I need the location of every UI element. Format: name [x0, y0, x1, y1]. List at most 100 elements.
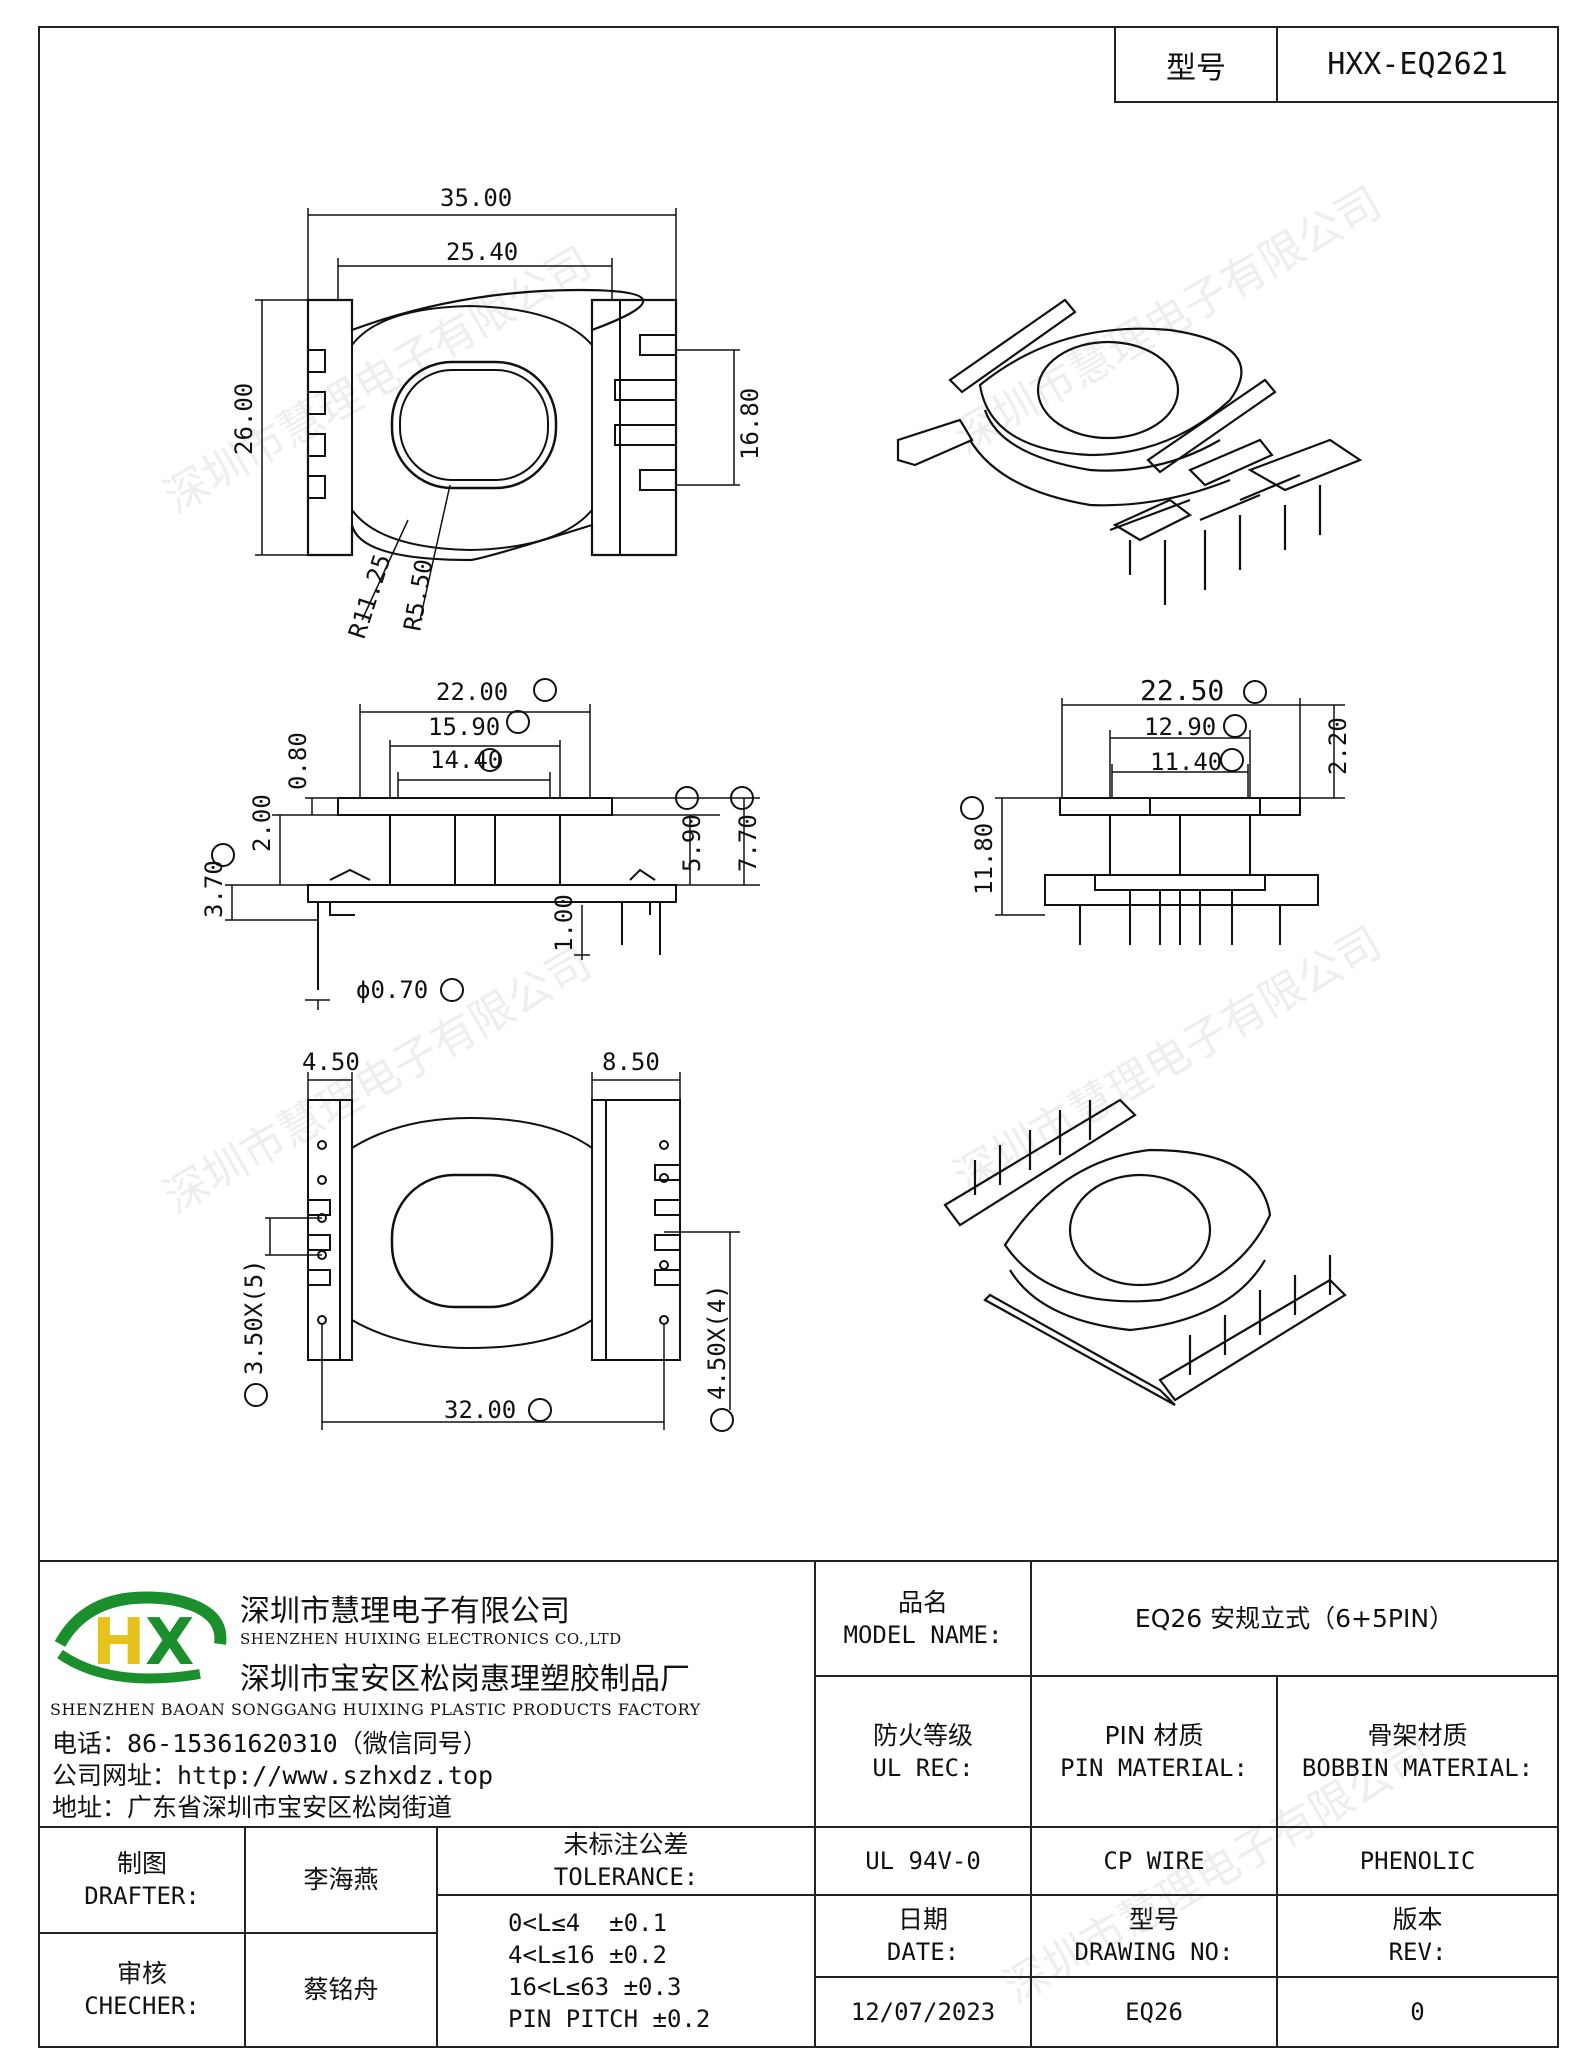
model-name-value: EQ26 安规立式（6+5PIN） — [1134, 1603, 1455, 1633]
isometric-view-top — [896, 298, 1363, 605]
pin-material-cn: PIN 材质 — [1104, 1720, 1204, 1750]
tolerance-line: 4<L≤16 ±0.2 — [508, 1941, 667, 1969]
tolerance-label-cell: 未标注公差 TOLERANCE: — [436, 1826, 816, 1896]
checker-name-cell: 蔡铭舟 — [244, 1932, 438, 2048]
company-website: 公司网址：http://www.szhxdz.top — [52, 1761, 494, 1790]
date-value-cell: 12/07/2023 — [814, 1976, 1032, 2048]
tolerance-line: 0<L≤4 ±0.1 — [508, 1909, 667, 1937]
checker-cn: 审核 — [116, 1959, 167, 1988]
drawing-no-value: EQ26 — [1125, 1998, 1183, 2026]
dim-1-00: 1.00 — [550, 894, 578, 952]
dim-12-90: 12.90 — [1144, 713, 1216, 741]
company-block: H X 深圳市慧理电子有限公司 SHENZHEN HUIXING ELECTRO… — [40, 1564, 814, 1826]
company-name-cn: 深圳市慧理电子有限公司 — [240, 1594, 570, 1629]
dim-32: 32.00 — [444, 1396, 516, 1424]
dim-15-90: 15.90 — [428, 713, 500, 741]
checker-en: CHECHER: — [84, 1992, 200, 2020]
technical-drawing: 35.00 25.40 26.00 16.80 R11.25 R5.50 22.… — [200, 184, 1363, 1432]
date-cn: 日期 — [897, 1905, 948, 1934]
drafter-label-cell: 制图 DRAFTER: — [38, 1826, 246, 1934]
company-logo: H X — [54, 1591, 227, 1684]
tolerance-line: PIN PITCH ±0.2 — [508, 2005, 711, 2033]
date-label-cell: 日期 DATE: — [814, 1894, 1032, 1978]
pin-material-en: PIN MATERIAL: — [1060, 1753, 1248, 1782]
top-view — [255, 208, 740, 621]
company-address: 地址：广东省深圳市宝安区松岗街道 — [52, 1793, 453, 1822]
drawing-no-en: DRAWING NO: — [1074, 1938, 1234, 1966]
pin-value-cell: CP WIRE — [1030, 1826, 1278, 1896]
company-name-en: SHENZHEN HUIXING ELECTRONICS CO.,LTD — [240, 1630, 622, 1648]
title-block: 型号 HXX-EQ2621 — [1114, 26, 1559, 103]
dim-4-50: 4.50 — [302, 1048, 360, 1076]
dim-11-40: 11.40 — [1150, 748, 1222, 776]
ul-rec-cn: 防火等级 — [872, 1720, 973, 1750]
bobbin-material-label-cell: 骨架材质 BOBBIN MATERIAL: — [1276, 1675, 1559, 1828]
dim-pin-diameter: ϕ0.70 — [356, 976, 428, 1004]
bobbin-value-cell: PHENOLIC — [1276, 1826, 1559, 1896]
tolerance-line: 16<L≤63 ±0.3 — [508, 1973, 682, 2001]
model-value: HXX-EQ2621 — [1327, 47, 1508, 82]
checker-name: 蔡铭舟 — [303, 1975, 379, 2004]
factory-name-cn: 深圳市宝安区松岗惠理塑胶制品厂 — [240, 1662, 690, 1697]
model-name-label-cell: 品名 MODEL NAME: — [814, 1560, 1032, 1677]
model-name-en: MODEL NAME: — [843, 1620, 1003, 1649]
dim-3-70: 3.70 — [200, 860, 228, 918]
drafter-name: 李海燕 — [303, 1865, 379, 1894]
ul-rec-label-cell: 防火等级 UL REC: — [814, 1675, 1032, 1828]
checker-label-cell: 审核 CHECHER: — [38, 1932, 246, 2048]
company-phone: 电话：86-15361620310（微信同号） — [52, 1729, 488, 1758]
model-name-value-cell: EQ26 安规立式（6+5PIN） — [1030, 1560, 1559, 1677]
dim-r5-50: R5.50 — [398, 557, 438, 633]
rev-value: 0 — [1410, 1998, 1425, 2026]
bottom-view — [244, 1072, 740, 1432]
tolerance-en: TOLERANCE: — [553, 1863, 699, 1891]
model-label: 型号 — [1116, 28, 1278, 101]
company-cell — [38, 1560, 816, 1828]
dim-2-20: 2.20 — [1324, 717, 1352, 775]
drawing-no-label-cell: 型号 DRAWING NO: — [1030, 1894, 1278, 1978]
bobbin-material-cn: 骨架材质 — [1367, 1720, 1468, 1750]
dim-25-40: 25.40 — [446, 238, 518, 266]
tolerance-cn: 未标注公差 — [563, 1830, 689, 1859]
pin-material-label-cell: PIN 材质 PIN MATERIAL: — [1030, 1675, 1278, 1828]
dim-2-00: 2.00 — [248, 794, 276, 852]
tolerance-values-cell: 0<L≤4 ±0.1 4<L≤16 ±0.2 16<L≤63 ±0.3 PIN … — [436, 1894, 816, 2048]
dim-5-90: 5.90 — [678, 814, 706, 872]
logo-letter-x: X — [145, 1606, 194, 1680]
dim-35: 35.00 — [440, 184, 512, 212]
drawing-no-value-cell: EQ26 — [1030, 1976, 1278, 2048]
drafter-en: DRAFTER: — [84, 1882, 200, 1910]
dim-26: 26.00 — [230, 383, 258, 455]
dim-8-50: 8.50 — [602, 1048, 660, 1076]
drafter-name-cell: 李海燕 — [244, 1826, 438, 1934]
model-name-cn: 品名 — [897, 1587, 948, 1617]
drafter-cn: 制图 — [116, 1849, 167, 1878]
rev-cn: 版本 — [1392, 1905, 1443, 1934]
rev-value-cell: 0 — [1276, 1976, 1559, 2048]
dim-3-50x5: 3.50X(5) — [240, 1259, 268, 1375]
ul-value: UL 94V-0 — [865, 1847, 981, 1875]
dim-0-80: 0.80 — [284, 732, 312, 790]
logo-letter-h: H — [92, 1606, 146, 1680]
dim-r11-25: R11.25 — [343, 551, 396, 642]
front-view — [960, 680, 1345, 945]
dim-11-80: 11.80 — [970, 823, 998, 895]
bobbin-material-en: BOBBIN MATERIAL: — [1301, 1753, 1534, 1782]
factory-name-en: SHENZHEN BAOAN SONGGANG HUIXING PLASTIC … — [50, 1700, 701, 1719]
isometric-view-bottom — [943, 1098, 1347, 1406]
dim-16-80: 16.80 — [736, 388, 764, 460]
dim-22-50: 22.50 — [1140, 674, 1224, 707]
dim-4-50x4: 4.50X(4) — [703, 1284, 731, 1400]
ul-rec-en: UL REC: — [872, 1753, 974, 1782]
dim-7-70: 7.70 — [734, 814, 762, 872]
rev-en: REV: — [1388, 1938, 1447, 1966]
drawing-no-cn: 型号 — [1128, 1905, 1179, 1934]
rev-label-cell: 版本 REV: — [1276, 1894, 1559, 1978]
dim-14-40: 14.40 — [430, 746, 502, 774]
pin-value: CP WIRE — [1103, 1847, 1205, 1875]
ul-value-cell: UL 94V-0 — [814, 1826, 1032, 1896]
bobbin-value: PHENOLIC — [1359, 1847, 1476, 1875]
dim-22: 22.00 — [436, 678, 508, 706]
side-view — [211, 678, 760, 1010]
date-value: 12/07/2023 — [850, 1998, 996, 2026]
